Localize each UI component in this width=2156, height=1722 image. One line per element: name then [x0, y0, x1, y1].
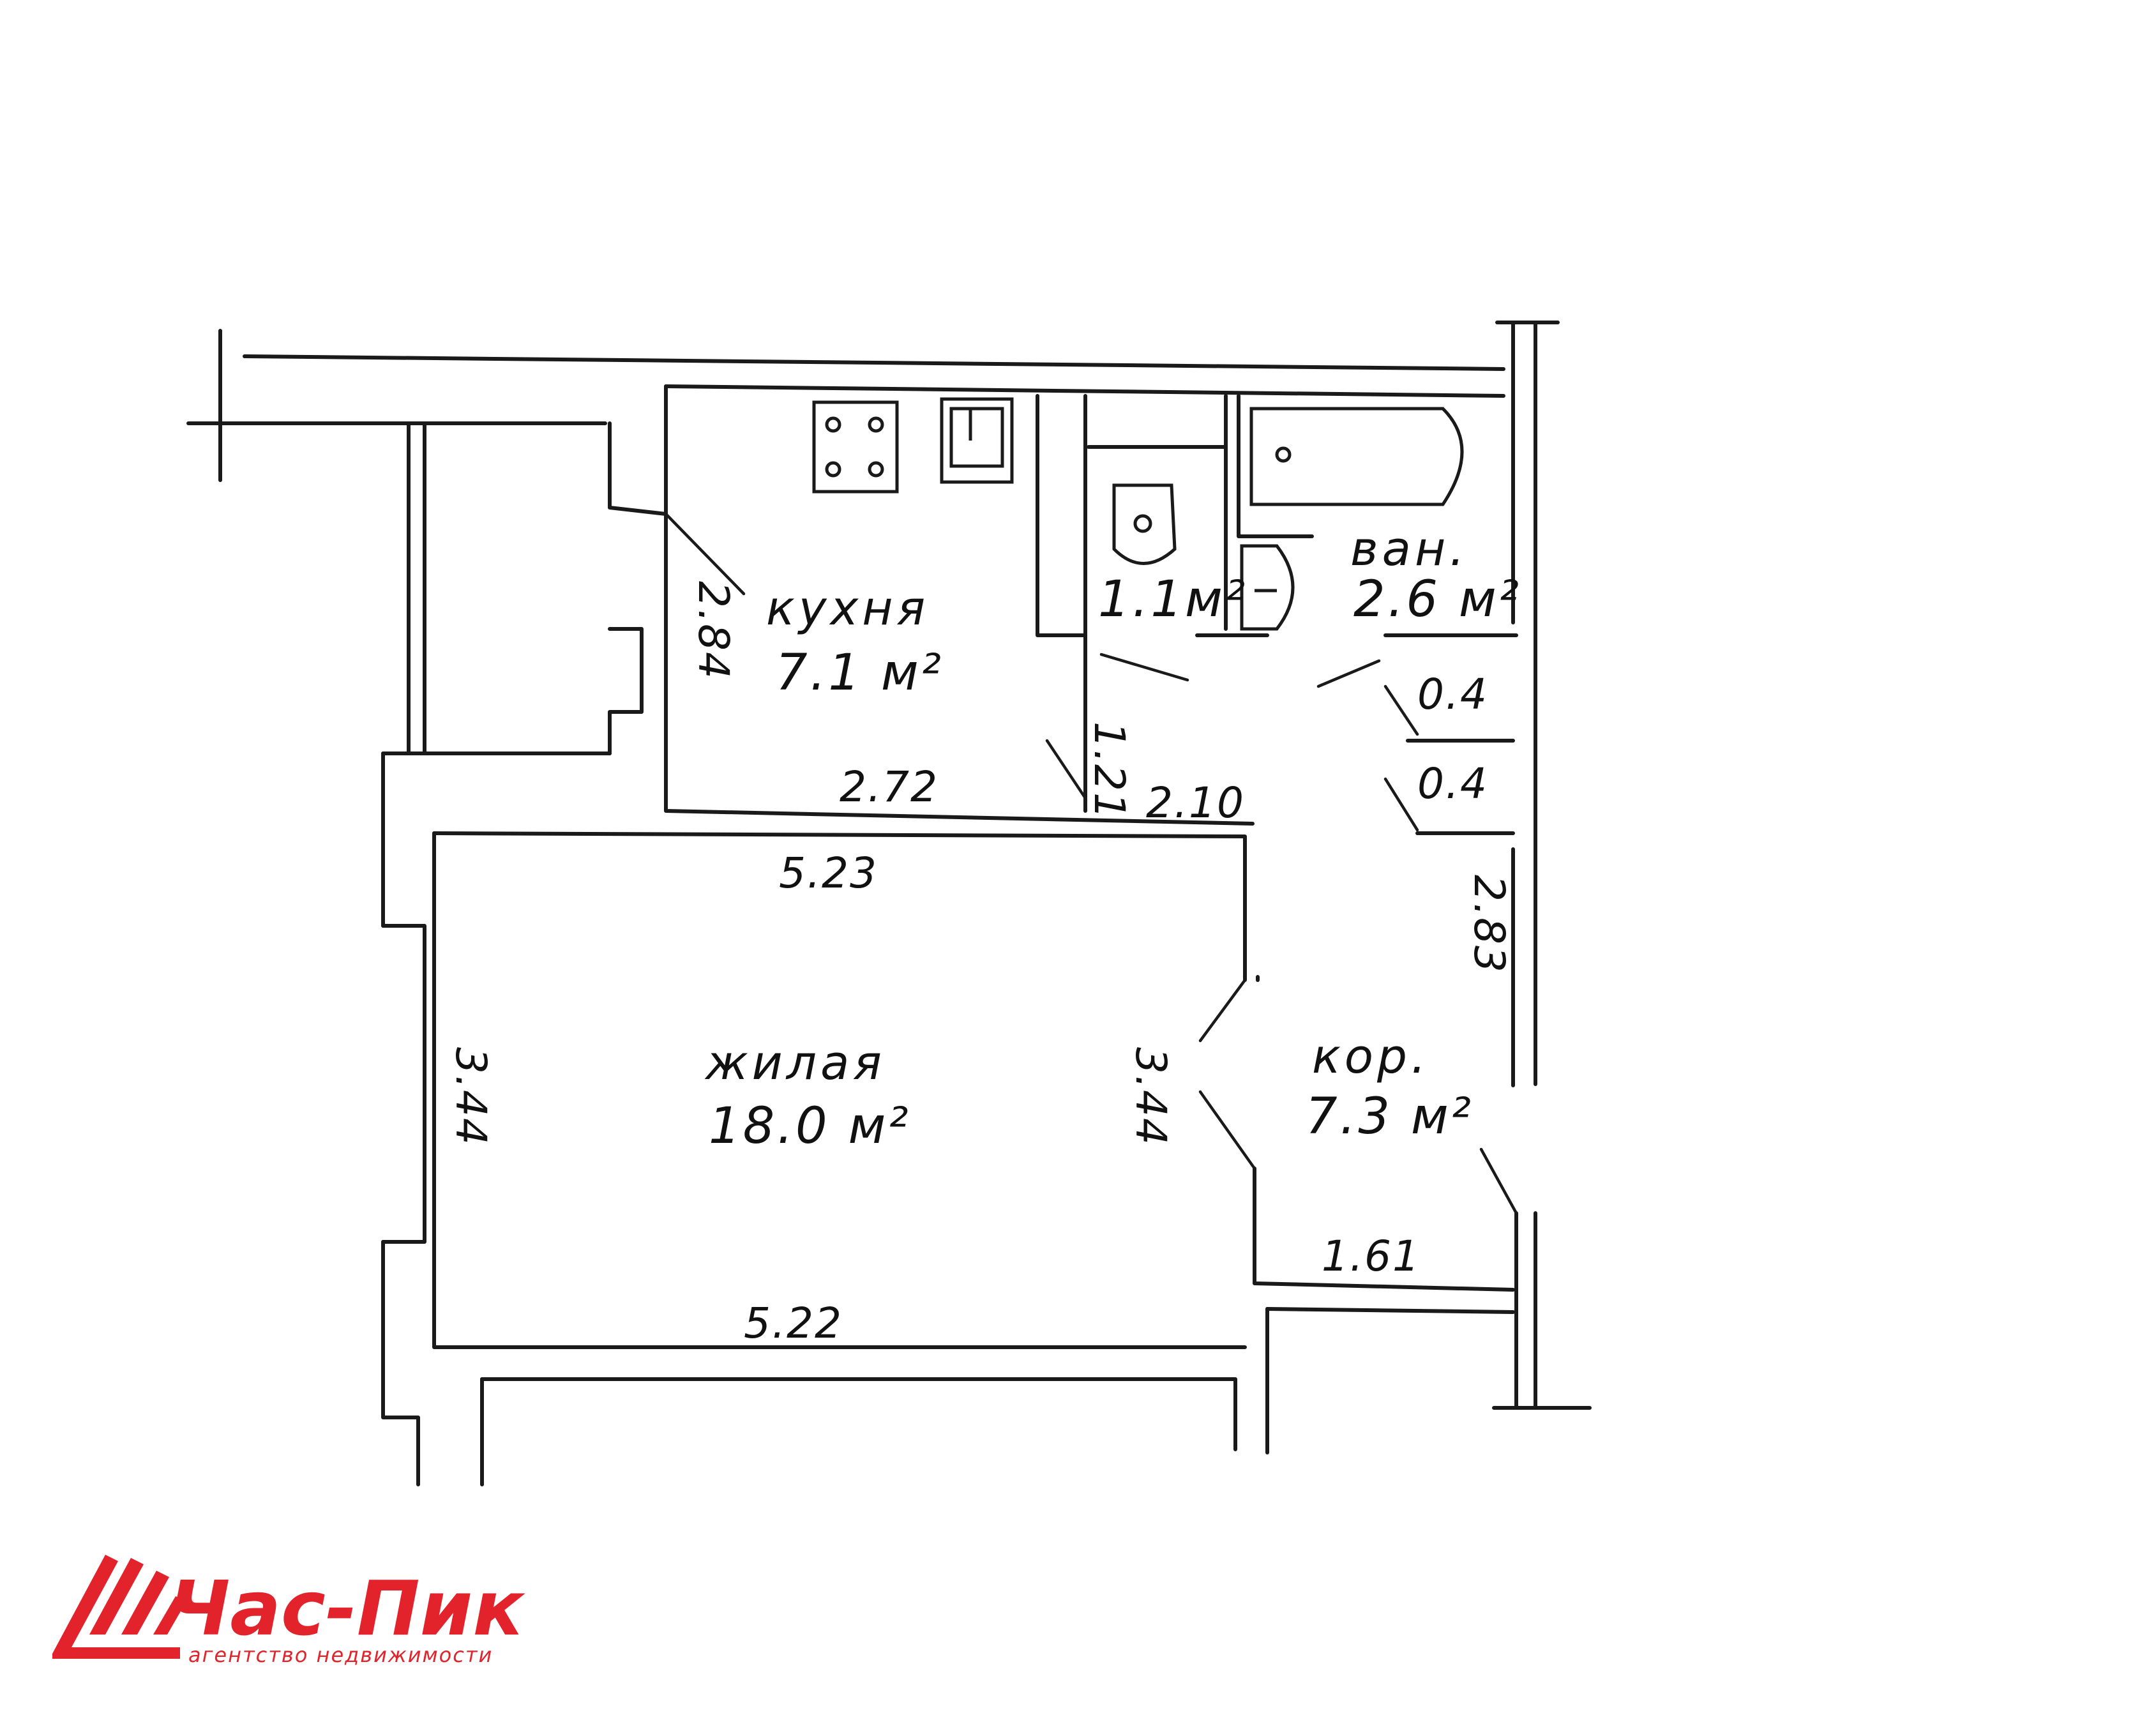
kitchen-name: кухня [766, 581, 929, 636]
bathtub [1249, 407, 1464, 506]
dim-hall-short: 1.21 [1085, 721, 1134, 820]
logo-subtitle: агентство недвижимости [188, 1643, 493, 1667]
living-area: 18.0 м² [709, 1098, 911, 1155]
dim-living-left: 3.44 [446, 1047, 495, 1146]
dim-kitchen-height: 2.84 [689, 581, 738, 680]
dim-closet-2: 0.4 [1417, 759, 1488, 808]
toilet [1112, 483, 1177, 565]
dim-closet-1: 0.4 [1417, 670, 1488, 719]
corridor-name: кор. [1312, 1029, 1429, 1084]
dim-corridor-bottom: 1.61 [1322, 1232, 1421, 1281]
kitchen-area: 7.1 м² [776, 644, 944, 702]
dim-hall-width: 2.10 [1146, 778, 1245, 827]
agency-logo: Час-Пик агентство недвижимости [52, 1555, 525, 1667]
dim-corridor-height: 2.83 [1465, 875, 1514, 974]
toilet-area: 1.1м² [1098, 571, 1248, 628]
corridor-area: 7.3 м² [1306, 1088, 1474, 1145]
dim-living-right: 3.44 [1126, 1047, 1175, 1146]
kitchen-sink [940, 397, 1014, 484]
room-labels: кухня 7.1 м² 1.1м² ван. 2.6 м² жилая 18.… [704, 522, 1521, 1155]
dim-living-bottom: 5.22 [744, 1299, 843, 1348]
dim-living-top: 5.23 [779, 849, 878, 898]
logo-icon [52, 1555, 186, 1659]
dim-kitchen-width: 2.72 [840, 762, 939, 812]
kitchen-stove [812, 400, 899, 494]
living-name: жилая [704, 1036, 886, 1091]
walls [186, 321, 1592, 1486]
bathroom-name: ван. [1350, 522, 1468, 577]
door-swings [664, 512, 1518, 1215]
bathroom-sink [1240, 544, 1295, 631]
bathroom-area: 2.6 м² [1353, 571, 1521, 628]
logo-name: Час-Пик [169, 1564, 525, 1652]
dimension-labels: 2.84 2.72 1.21 2.10 0.4 0.4 2.83 5.23 5.… [446, 581, 1514, 1348]
